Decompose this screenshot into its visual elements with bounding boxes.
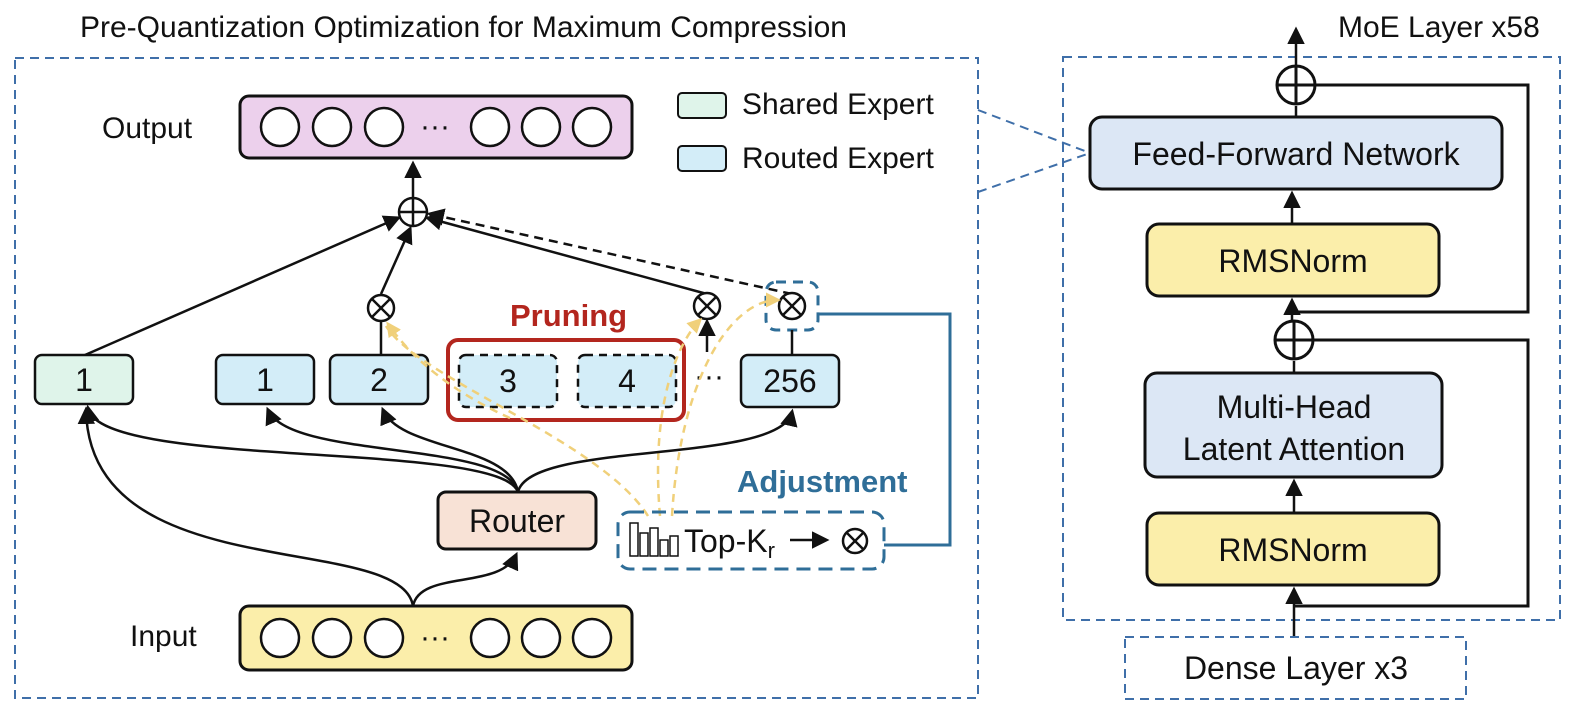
- rmsnorm-bottom-block: RMSNorm: [1145, 511, 1441, 587]
- routed-expert-256-label: 256: [763, 363, 816, 399]
- output-token: [571, 106, 613, 148]
- multi-head-latent-attention-block: Multi-Head Latent Attention: [1143, 371, 1444, 479]
- shared-expert-1: 1: [33, 353, 135, 406]
- mla-label-line2: Latent Attention: [1183, 431, 1405, 467]
- adjustment-multiply-node: [841, 527, 869, 555]
- residual-skip-ffn: [1294, 83, 1530, 314]
- adjustment-feedback-line: [818, 312, 952, 547]
- adjustment-label: Adjustment: [737, 464, 908, 499]
- output-token: [259, 106, 301, 148]
- input-token: [259, 617, 301, 659]
- zoom-connector-bottom: [977, 152, 1091, 193]
- legend-shared-label: Shared Expert: [742, 88, 934, 121]
- shared-to-sum-arrow: [84, 215, 402, 357]
- legend-routed-swatch: [677, 145, 727, 172]
- routed-expert-1: 1: [214, 353, 316, 406]
- routed-expert-2: 2: [328, 353, 430, 406]
- router-to-expert1-arrow: [265, 406, 520, 493]
- histogram-icon: [629, 522, 679, 557]
- input-to-shared-arrow: [77, 406, 415, 607]
- topk-label: Top-Kr: [684, 523, 775, 563]
- mla-label-line1: Multi-Head: [1217, 389, 1372, 425]
- feed-forward-network-block: Feed-Forward Network: [1088, 115, 1504, 191]
- input-token-bar: ···: [238, 604, 634, 672]
- input-token: [363, 617, 405, 659]
- output-token: [469, 106, 511, 148]
- adjust-route-to-expert2: [386, 321, 511, 420]
- router-label: Router: [469, 503, 565, 539]
- output-ellipsis: ···: [420, 110, 450, 143]
- output-token: [311, 106, 353, 148]
- expert2-to-sum-arrow: [379, 225, 413, 295]
- input-ellipsis: ···: [420, 621, 450, 654]
- dense-layer-label: Dense Layer x3: [1184, 650, 1408, 686]
- routed-expert-ellipsis: ···: [694, 360, 724, 393]
- routed-expert-1-label: 1: [256, 362, 274, 398]
- zoom-connector-top: [977, 109, 1091, 154]
- residual-sum-top: [1275, 64, 1317, 106]
- input-token: [571, 617, 613, 659]
- adjust-route-from-topk-a: [384, 325, 650, 517]
- rmsnorm-top-block: RMSNorm: [1145, 222, 1441, 298]
- multiply-node-expert-k: [692, 291, 722, 321]
- pruning-frame: [446, 338, 686, 422]
- expert-k-to-sum-arrow: [424, 213, 708, 296]
- routed-expert-2-label: 2: [370, 362, 388, 398]
- left-panel-title: Pre-Quantization Optimization for Maximu…: [80, 11, 847, 44]
- legend-routed-label: Routed Expert: [742, 142, 934, 175]
- output-label: Output: [102, 112, 193, 145]
- input-token: [311, 617, 353, 659]
- routed-expert-4-label: 4: [618, 363, 636, 399]
- router-to-expert256-arrow: [516, 408, 798, 493]
- adjust-route-to-expert256: [670, 292, 781, 517]
- routed-expert-4-pruned: 4: [576, 353, 678, 409]
- router-to-shared-arrow: [82, 404, 520, 493]
- output-token-bar: ···: [238, 94, 634, 160]
- residual-skip-attention: [1294, 338, 1530, 608]
- routed-expert-3-label: 3: [499, 363, 517, 399]
- adjustment-frame: [616, 510, 886, 571]
- input-token: [469, 617, 511, 659]
- right-panel-frame: [1062, 56, 1561, 621]
- router-to-expert2-arrow: [380, 406, 520, 493]
- left-panel-frame: [14, 57, 979, 699]
- input-label: Input: [130, 620, 197, 653]
- ffn-label: Feed-Forward Network: [1132, 136, 1460, 172]
- routed-expert-3-pruned: 3: [457, 353, 559, 409]
- input-token: [520, 617, 562, 659]
- legend-shared-swatch: [677, 92, 727, 119]
- right-panel-title: MoE Layer x58: [1338, 11, 1540, 44]
- dense-layer-block: Dense Layer x3: [1124, 636, 1467, 700]
- routed-expert-256: 256: [739, 353, 841, 409]
- router-box: Router: [436, 490, 598, 551]
- residual-sum-middle: [1273, 319, 1315, 361]
- rmsnorm-bottom-label: RMSNorm: [1218, 532, 1367, 568]
- output-token: [363, 106, 405, 148]
- legend: Shared Expert Routed Expert: [677, 88, 934, 175]
- expert256-to-sum-dashed-arrow: [426, 208, 793, 296]
- multiply-node-expert2: [366, 293, 396, 323]
- input-to-router-arrow: [411, 551, 519, 607]
- rmsnorm-top-label: RMSNorm: [1218, 243, 1367, 279]
- pruning-label: Pruning: [510, 298, 627, 333]
- shared-expert-1-label: 1: [75, 362, 93, 398]
- sum-node: [397, 196, 429, 228]
- output-token: [520, 106, 562, 148]
